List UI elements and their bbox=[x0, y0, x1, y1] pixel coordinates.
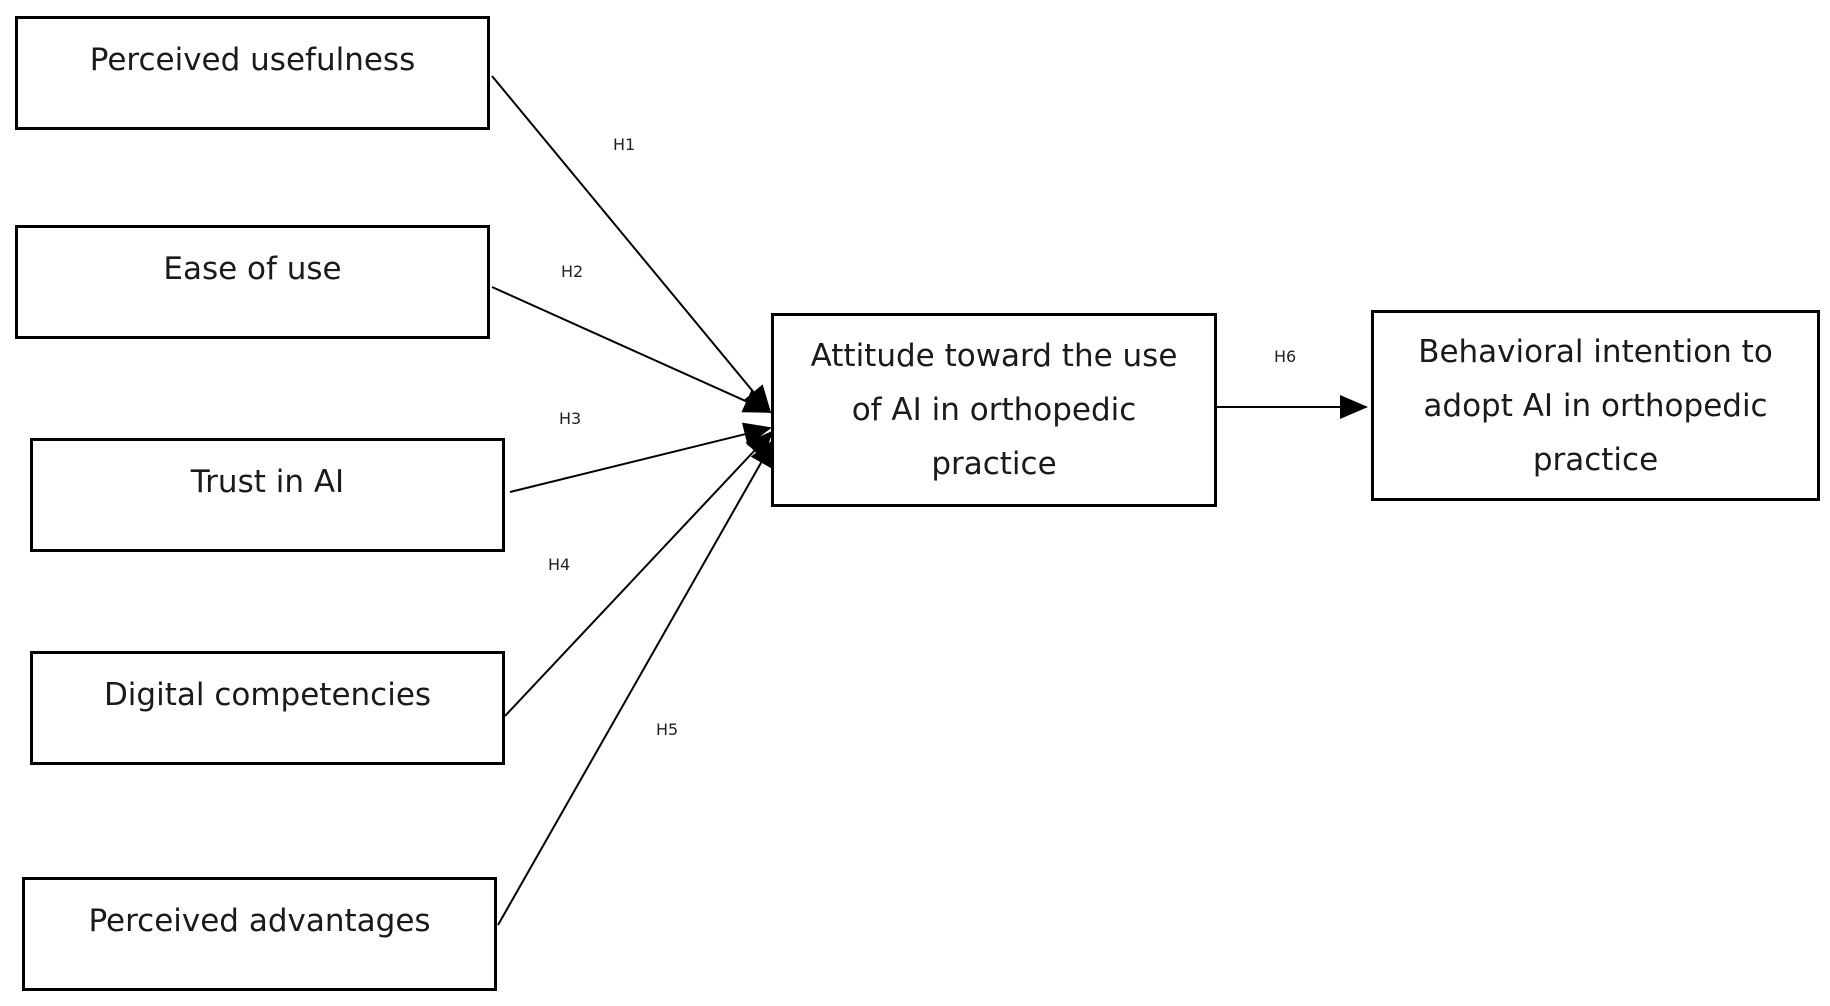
construct-trust-in-ai: Trust in AI bbox=[30, 438, 505, 552]
hypothesis-label-h1: H1 bbox=[613, 135, 636, 154]
hypothesis-label-h4: H4 bbox=[548, 555, 571, 574]
hypothesis-label-h3: H3 bbox=[559, 409, 582, 428]
construct-ease-of-use: Ease of use bbox=[15, 225, 490, 339]
construct-perceived-usefulness: Perceived usefulness bbox=[15, 16, 490, 130]
construct-label: Digital competencies bbox=[103, 677, 432, 713]
construct-digital-competencies: Digital competencies bbox=[30, 651, 505, 765]
arrow-h5 bbox=[497, 438, 775, 926]
arrow-h2 bbox=[491, 286, 772, 413]
arrow-h4 bbox=[504, 430, 774, 717]
hypothesis-label-h2: H2 bbox=[561, 262, 584, 281]
construct-label: Perceived advantages bbox=[88, 903, 431, 939]
construct-attitude: Attitude toward the use of AI in orthope… bbox=[771, 313, 1217, 507]
hypothesis-label-h6: H6 bbox=[1274, 347, 1297, 366]
arrow-h1 bbox=[491, 75, 772, 414]
arrow-h3 bbox=[509, 422, 772, 493]
construct-label: Attitude toward the use of AI in orthope… bbox=[810, 338, 1178, 482]
construct-label: Trust in AI bbox=[190, 464, 345, 500]
construct-behavioral-intention: Behavioral intention to adopt AI in orth… bbox=[1371, 310, 1820, 501]
hypothesis-label-h5: H5 bbox=[656, 720, 679, 739]
construct-label: Behavioral intention to adopt AI in orth… bbox=[1418, 333, 1773, 478]
construct-label: Ease of use bbox=[163, 251, 342, 287]
construct-label: Perceived usefulness bbox=[89, 42, 416, 78]
construct-perceived-advantages: Perceived advantages bbox=[22, 877, 497, 991]
